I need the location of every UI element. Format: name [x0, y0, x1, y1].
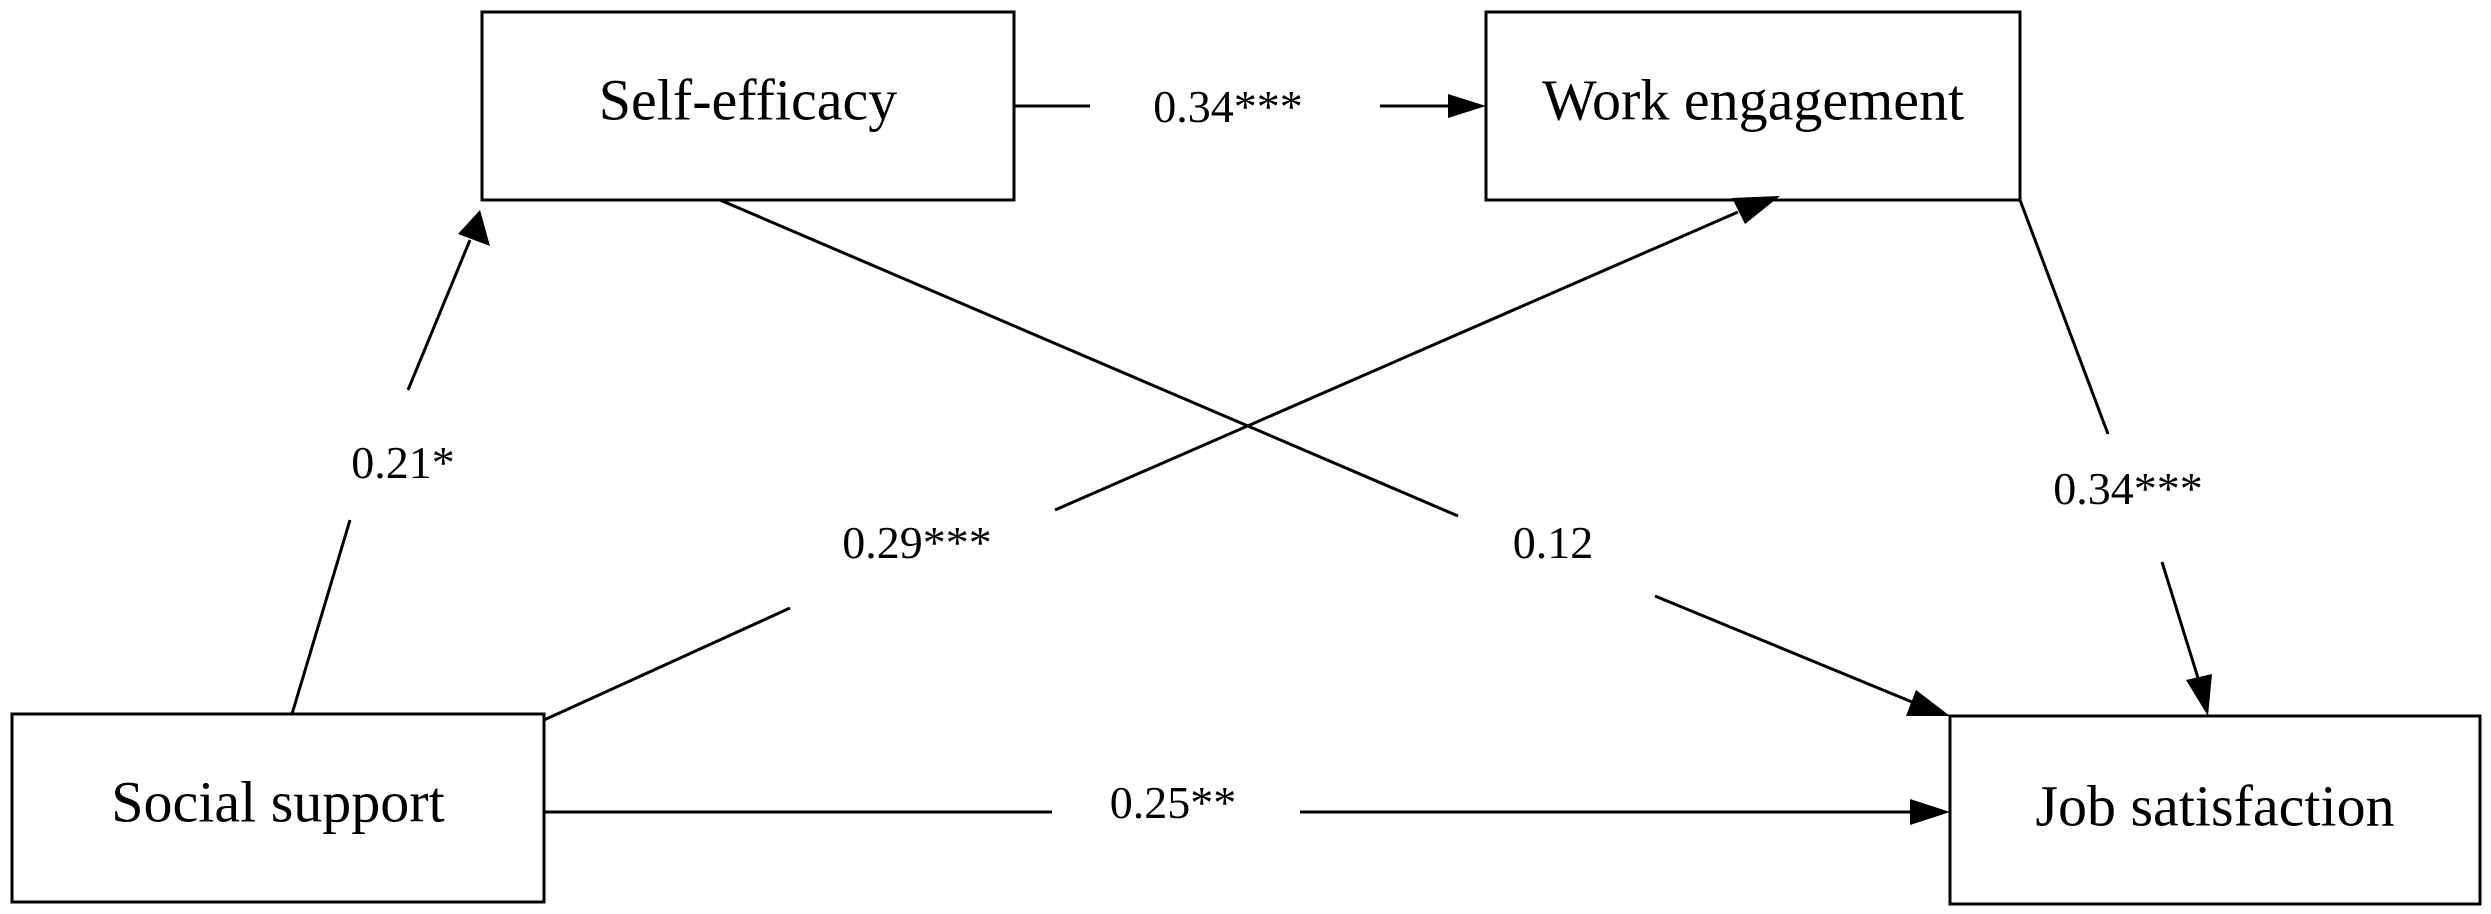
path-work-engagement-to-job-satisfaction: 0.34*** — [2018, 199, 2212, 716]
path-coefficient-label: 0.34*** — [1153, 81, 1303, 132]
node-work-engagement: Work engagement — [1484, 10, 2022, 202]
path-coefficient-label: 0.12 — [1513, 517, 1594, 568]
path-coefficient-label: 0.25** — [1110, 777, 1237, 828]
node-label-self-efficacy: Self-efficacy — [599, 67, 897, 132]
path-social-support-to-job-satisfaction: 0.25** — [544, 777, 1950, 828]
path-coefficient-label: 0.21* — [351, 437, 455, 488]
path-self-efficacy-to-job-satisfaction: 0.12 — [719, 198, 1950, 716]
path-social-support-to-work-engagement: 0.29*** — [543, 196, 1780, 722]
node-label-social-support: Social support — [111, 769, 444, 834]
node-label-work-engagement: Work engagement — [1542, 67, 1964, 132]
node-job-satisfaction: Job satisfaction — [1948, 714, 2482, 906]
path-self-efficacy-to-work-engagement: 0.34*** — [1014, 81, 1486, 132]
path-social-support-to-self-efficacy: 0.21* — [290, 210, 490, 715]
node-label-job-satisfaction: Job satisfaction — [2035, 773, 2394, 838]
path-coefficient-label: 0.29*** — [842, 517, 992, 568]
path-coefficient-label: 0.34*** — [2053, 463, 2203, 514]
node-self-efficacy: Self-efficacy — [480, 10, 1016, 202]
node-social-support: Social support — [10, 712, 546, 904]
